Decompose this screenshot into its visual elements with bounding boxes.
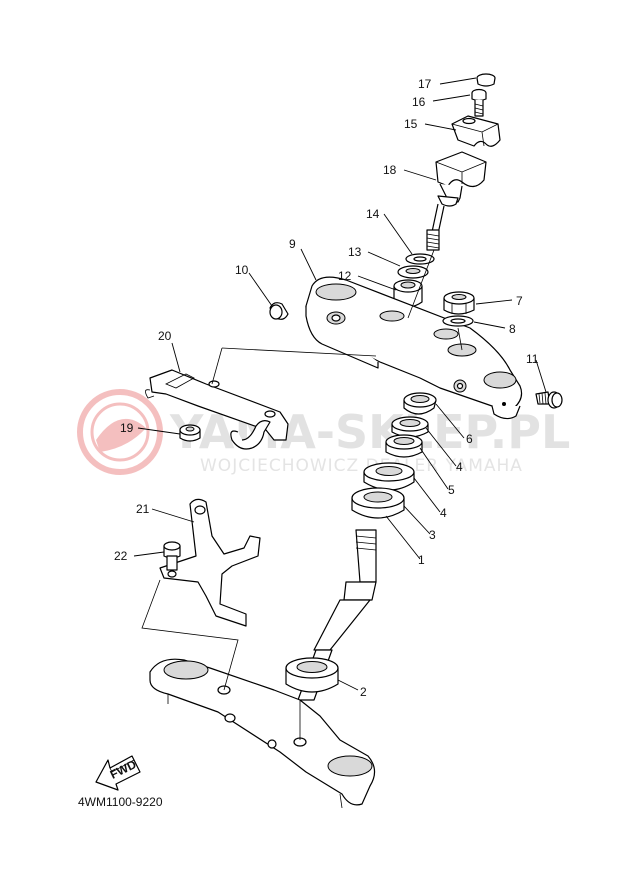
part-17-cap [476,73,496,87]
part-20-hose-guide [145,369,289,450]
part-7-nut [443,291,475,315]
callout-6: 6 [466,432,473,446]
part-9-upper-bracket [305,276,523,420]
diagram-part-code: 4WM1100-9220 [78,795,163,809]
callout-18: 18 [383,163,397,177]
callout-2: 2 [360,685,367,699]
part-18-lower-holder [426,151,487,251]
part-15-upper-holder [451,115,501,147]
watermark-logo-icon [77,389,163,475]
part-5-ring-nut [385,434,423,458]
part-11-bolt [535,391,563,409]
part-4-washer-upper [391,416,429,438]
callout-7: 7 [516,294,523,308]
leader-lines [133,77,547,691]
lower-bracket [149,658,376,809]
callout-11: 11 [526,352,539,366]
callout-10: 10 [235,263,249,277]
callout-20: 20 [158,329,172,343]
part-8-washer [442,315,474,327]
callout-4-lower: 4 [440,506,447,520]
callout-8: 8 [509,322,516,336]
part-3-bearing [351,487,405,519]
assembly-reference-lines [141,249,463,691]
callout-16: 16 [412,95,426,109]
callout-1: 1 [418,553,425,567]
callout-14: 14 [366,207,380,221]
callout-15: 15 [404,117,418,131]
callout-3: 3 [429,528,436,542]
forward-arrow-icon: FWD [95,755,141,791]
callout-22: 22 [114,549,128,563]
part-4-washer-lower [363,462,415,491]
part-19-nut [179,424,201,442]
part-22-bolt [163,541,181,571]
callout-21: 21 [136,502,150,516]
watermark-sub-text: WOJCIECHOWICZ DEALER YAMAHA [200,456,523,476]
callout-9: 9 [289,237,296,251]
part-13-washer [397,265,429,279]
callout-19: 19 [120,421,134,435]
callout-17: 17 [418,77,432,91]
callout-12: 12 [338,269,352,283]
callout-13: 13 [348,245,362,259]
part-6-ring-nut [403,392,437,415]
part-16-bolt [471,88,487,117]
part-14-washer [405,253,435,265]
part-21-bracket [159,498,261,627]
part-2-lower-bearing [285,657,339,693]
callout-5: 5 [448,483,455,497]
callout-4-upper: 4 [456,460,463,474]
part-10-plug [269,302,289,320]
callout-labels: 17 16 15 18 14 13 12 9 10 7 8 20 11 19 6… [114,77,539,699]
